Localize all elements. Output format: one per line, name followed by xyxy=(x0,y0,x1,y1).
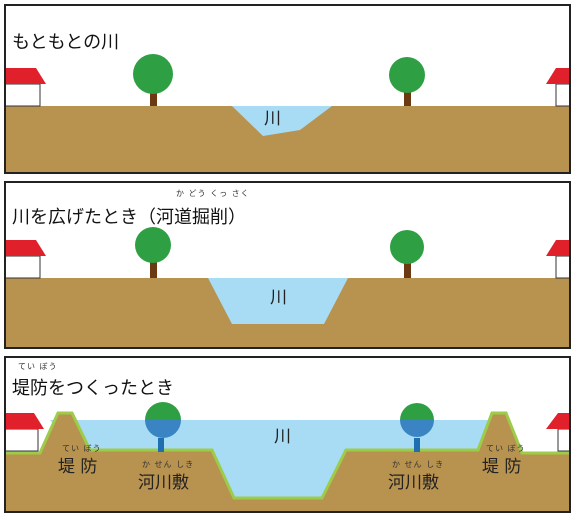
house-left-wall xyxy=(6,428,39,452)
house-right-roof xyxy=(546,240,569,256)
house-left-wall xyxy=(6,255,41,279)
house-right-roof xyxy=(546,413,569,429)
house-right-wall xyxy=(555,83,569,107)
tree-right-trunk xyxy=(404,84,411,106)
river-label: 川 xyxy=(264,109,281,129)
original-river-diagram xyxy=(6,54,569,172)
house-left-roof xyxy=(6,240,46,256)
house-right-wall xyxy=(557,428,569,452)
house-left-roof xyxy=(6,413,44,429)
house-left-wall xyxy=(6,83,41,107)
river-label: 川 xyxy=(270,288,287,308)
title-main: 川を広げたとき（ xyxy=(12,207,156,228)
levee-left-label: 堤 防 xyxy=(58,457,98,477)
floodplain-left-furigana: か せん しき xyxy=(142,460,195,469)
tree-left-trunk xyxy=(150,256,157,278)
river-water xyxy=(232,106,332,136)
panel-channel-excavation: か どう くっ さく 川を広げたとき（河道掘削） 川 xyxy=(4,181,571,349)
tree-right-trunk xyxy=(414,438,420,452)
tree-right-trunk xyxy=(404,256,411,278)
tree-left-crown xyxy=(135,227,171,263)
panel-title: 川を広げたとき（河道掘削） xyxy=(12,203,246,229)
title-kanji: 河道掘削 xyxy=(156,207,228,228)
title-furigana: か どう くっ さく xyxy=(176,189,250,198)
tree-right-crown-lower xyxy=(400,420,434,437)
title-kanji: 堤防 xyxy=(12,378,48,399)
levee-edge xyxy=(6,411,569,500)
river-label: 川 xyxy=(274,427,291,447)
tree-right-crown-upper xyxy=(400,403,434,420)
channel-excavation-diagram xyxy=(6,227,569,347)
floodplain-left-label: 河川敷 xyxy=(138,473,189,493)
tree-right-crown xyxy=(389,57,425,93)
panel-title: もともとの川 xyxy=(12,32,120,53)
tree-left-trunk xyxy=(150,84,157,106)
panel-title: 堤防をつくったとき xyxy=(12,374,174,400)
tree-right-crown xyxy=(390,230,424,264)
floodplain-right-label: 河川敷 xyxy=(388,473,439,493)
levee-diagram xyxy=(6,402,569,511)
levee-right-furigana: てい ぼう xyxy=(486,444,526,453)
levee-right-label: 堤 防 xyxy=(482,457,522,477)
panel-levee-construction: てい ぼう 堤防をつくったとき 川 てい ぼう 堤 防 てい ぼう 堤 防 か … xyxy=(4,356,571,513)
floodplain-right-furigana: か せん しき xyxy=(392,460,445,469)
house-right-roof xyxy=(546,68,569,84)
title-close: ） xyxy=(228,207,246,228)
tree-left-trunk xyxy=(158,438,164,452)
levee-left-furigana: てい ぼう xyxy=(62,444,102,453)
river-water xyxy=(208,278,348,324)
ground-with-levees xyxy=(6,413,569,511)
title-rest: をつくったとき xyxy=(48,378,174,399)
title-furigana: てい ぼう xyxy=(18,362,58,371)
tree-left-crown-lower xyxy=(145,420,181,438)
tree-left-crown-upper xyxy=(145,402,181,420)
tree-left-crown xyxy=(133,54,173,94)
panel-original-river: もともとの川 川 xyxy=(4,4,571,174)
river-water xyxy=(50,420,510,498)
house-right-wall xyxy=(555,255,569,279)
house-left-roof xyxy=(6,68,46,84)
